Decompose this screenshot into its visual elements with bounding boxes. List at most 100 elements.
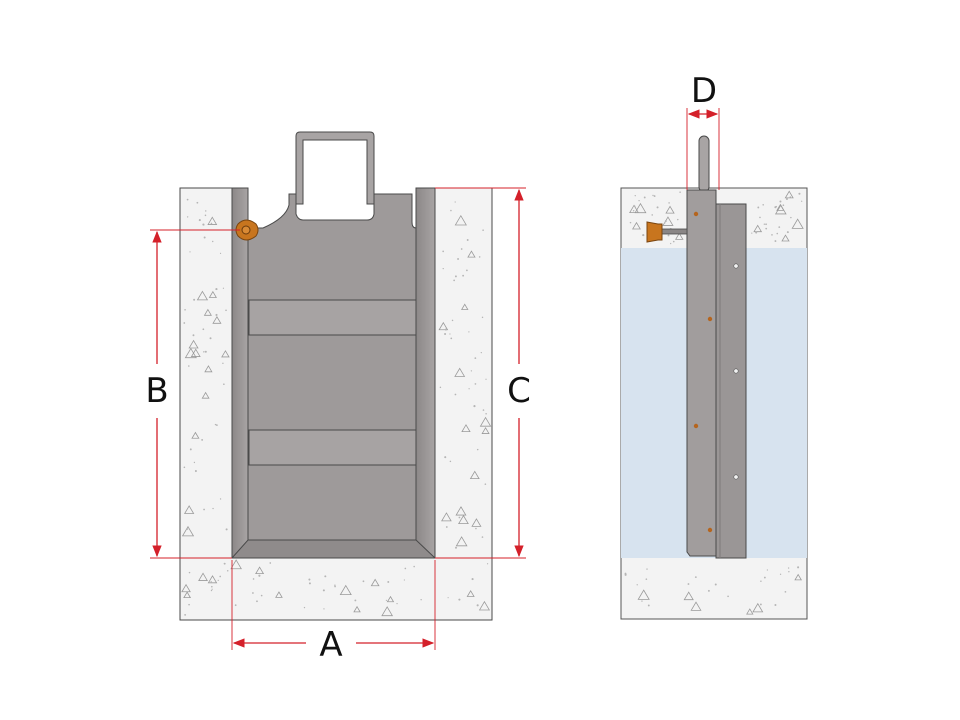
triangle-aggregate-icon xyxy=(794,573,803,581)
aggregate-dot xyxy=(668,202,670,204)
aggregate-dot xyxy=(727,595,729,598)
aggregate-dot xyxy=(755,231,758,234)
triangle-aggregate-icon xyxy=(386,595,395,603)
triangle-aggregate-icon xyxy=(461,424,471,433)
aggregate-dot xyxy=(202,223,205,226)
aggregate-dot xyxy=(797,566,800,569)
aggregate-dot xyxy=(252,592,254,594)
aggregate-dot xyxy=(789,196,792,198)
aggregate-dot xyxy=(444,456,447,459)
triangle-aggregate-icon xyxy=(183,591,192,599)
aggregate-dot xyxy=(646,568,648,570)
aggregate-dot xyxy=(656,206,659,209)
dim-d-label: D xyxy=(691,71,717,111)
aggregate-dot xyxy=(439,386,442,389)
aggregate-dot xyxy=(219,252,222,255)
triangle-aggregate-icon xyxy=(469,470,480,480)
aggregate-dot xyxy=(484,483,487,485)
aggregate-dot xyxy=(186,528,189,530)
triangle-aggregate-icon xyxy=(188,339,199,349)
frame-bottom-sill xyxy=(230,539,437,559)
aggregate-dot xyxy=(801,200,803,202)
triangle-aggregate-icon xyxy=(381,606,394,617)
triangle-aggregate-icon xyxy=(208,290,218,298)
aggregate-dot xyxy=(308,582,311,585)
triangle-aggregate-icon xyxy=(629,204,639,214)
aggregate-dot xyxy=(641,600,643,602)
triangle-aggregate-icon xyxy=(191,431,200,439)
aggregate-dot xyxy=(751,232,753,234)
triangle-aggregate-icon xyxy=(183,505,195,514)
triangle-aggregate-icon xyxy=(690,601,702,611)
triangle-aggregate-icon xyxy=(181,525,195,537)
triangle-aggregate-icon xyxy=(207,575,218,584)
aggregate-dot xyxy=(445,526,448,528)
aggregate-dot xyxy=(211,585,213,588)
dim-a-label: A xyxy=(319,625,342,665)
triangle-aggregate-icon xyxy=(255,566,265,575)
aggregate-dot xyxy=(785,197,788,200)
side-view: D xyxy=(620,71,808,620)
triangle-aggregate-icon xyxy=(203,308,212,316)
triangle-aggregate-icon xyxy=(441,512,452,522)
triangle-aggregate-icon xyxy=(675,232,684,240)
aggregate-dot xyxy=(217,579,219,582)
aggregate-dot xyxy=(632,210,635,212)
aggregate-dot xyxy=(466,239,469,241)
aggregate-dot xyxy=(790,216,792,219)
aggregate-dot xyxy=(672,240,675,243)
aggregate-dot xyxy=(779,573,782,575)
aggregate-dot xyxy=(475,527,477,530)
aggregate-dot xyxy=(633,205,636,208)
lifting-handle xyxy=(295,131,375,205)
aggregate-dot xyxy=(209,337,212,340)
aggregate-dot xyxy=(222,287,225,289)
aggregate-dot xyxy=(183,322,186,324)
aggregate-dot xyxy=(404,567,407,570)
triangle-aggregate-icon xyxy=(752,602,764,613)
triangle-aggregate-icon xyxy=(198,572,208,581)
aggregate-dot xyxy=(485,378,487,380)
side-bolt xyxy=(707,316,713,322)
aggregate-dot xyxy=(184,309,186,311)
aggregate-dot xyxy=(202,328,205,331)
aggregate-dot xyxy=(664,220,667,223)
aggregate-dot xyxy=(776,232,779,235)
aggregate-dot xyxy=(771,234,773,236)
aggregate-dot xyxy=(454,393,457,396)
aggregate-dot xyxy=(413,565,415,568)
aggregate-dot xyxy=(642,234,645,237)
aggregate-dot xyxy=(670,242,672,245)
aggregate-dot xyxy=(219,498,222,500)
aggregate-dot xyxy=(763,576,766,579)
aggregate-dot xyxy=(451,319,454,322)
dim-c-label: C xyxy=(507,371,531,411)
triangle-aggregate-icon xyxy=(637,589,650,600)
aggregate-dot xyxy=(193,461,196,464)
aggregate-dot xyxy=(481,316,484,319)
aggregate-dot xyxy=(638,199,640,202)
triangle-aggregate-icon xyxy=(467,250,476,258)
triangle-aggregate-icon xyxy=(438,321,449,331)
side-bolt xyxy=(693,211,699,217)
side-hole xyxy=(733,368,739,374)
aggregate-dot xyxy=(474,383,477,385)
aggregate-dot xyxy=(481,536,484,538)
aggregate-dot xyxy=(187,365,190,367)
aggregate-dot xyxy=(420,599,422,601)
aggregate-dot xyxy=(442,267,444,270)
side-hole xyxy=(733,263,739,269)
aggregate-dot xyxy=(214,423,217,426)
aggregate-dot xyxy=(210,581,212,583)
side-bolt xyxy=(707,527,713,533)
aggregate-dot xyxy=(219,575,222,578)
aggregate-dot xyxy=(258,574,261,577)
aggregate-dot xyxy=(186,216,189,218)
aggregate-dot xyxy=(204,214,207,217)
aggregate-dot xyxy=(260,594,263,597)
aggregate-dot xyxy=(782,204,785,207)
aggregate-dot xyxy=(779,200,782,203)
aggregate-dot xyxy=(444,328,447,331)
aggregate-dot xyxy=(482,229,484,231)
aggregate-dot xyxy=(193,298,196,301)
